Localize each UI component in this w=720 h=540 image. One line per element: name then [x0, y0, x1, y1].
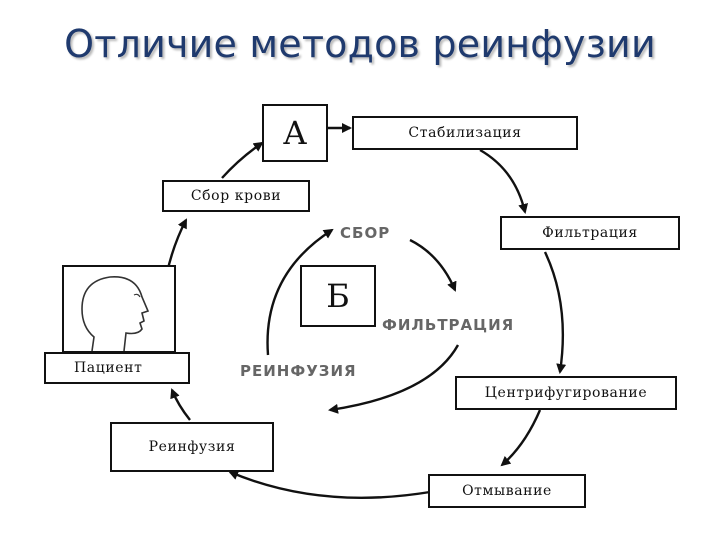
- method-a-box: А: [262, 104, 328, 162]
- step-filtration: Фильтрация: [500, 216, 680, 250]
- inner-label-filtration: ФИЛЬТРАЦИЯ: [382, 316, 515, 334]
- inner-label-reinfusion: РЕИНФУЗИЯ: [240, 362, 357, 380]
- slide-title: Отличие методов реинфузии: [64, 22, 656, 66]
- arrow-centrifugation-to-washing: [500, 409, 542, 467]
- arrow-inner-collection-to-filtration: [409, 238, 457, 292]
- step-blood-collection: Сбор крови: [162, 180, 310, 212]
- arrow-stabilization-to-filtration: [479, 148, 529, 214]
- method-b-box: Б: [300, 265, 376, 327]
- step-stabilization: Стабилизация: [352, 116, 578, 150]
- arrow-reinfusion-to-patient: [170, 388, 191, 421]
- arrow-inner-filtration-to-reinfusion: [328, 344, 460, 414]
- arrow-washing-to-reinfusion: [228, 470, 431, 499]
- arrow-filtration-to-centrifugation: [543, 251, 567, 374]
- arrow-collection-to-a: [221, 141, 264, 179]
- step-patient: Пациент: [44, 352, 190, 384]
- arrow-inner-reinfusion-to-collection: [266, 228, 334, 356]
- step-reinfusion: Реинфузия: [110, 422, 274, 472]
- step-centrifugation: Центрифугирование: [455, 376, 677, 410]
- inner-label-collection: СБОР: [340, 224, 391, 242]
- step-washing: Отмывание: [428, 474, 586, 508]
- patient-head-icon: [62, 265, 176, 353]
